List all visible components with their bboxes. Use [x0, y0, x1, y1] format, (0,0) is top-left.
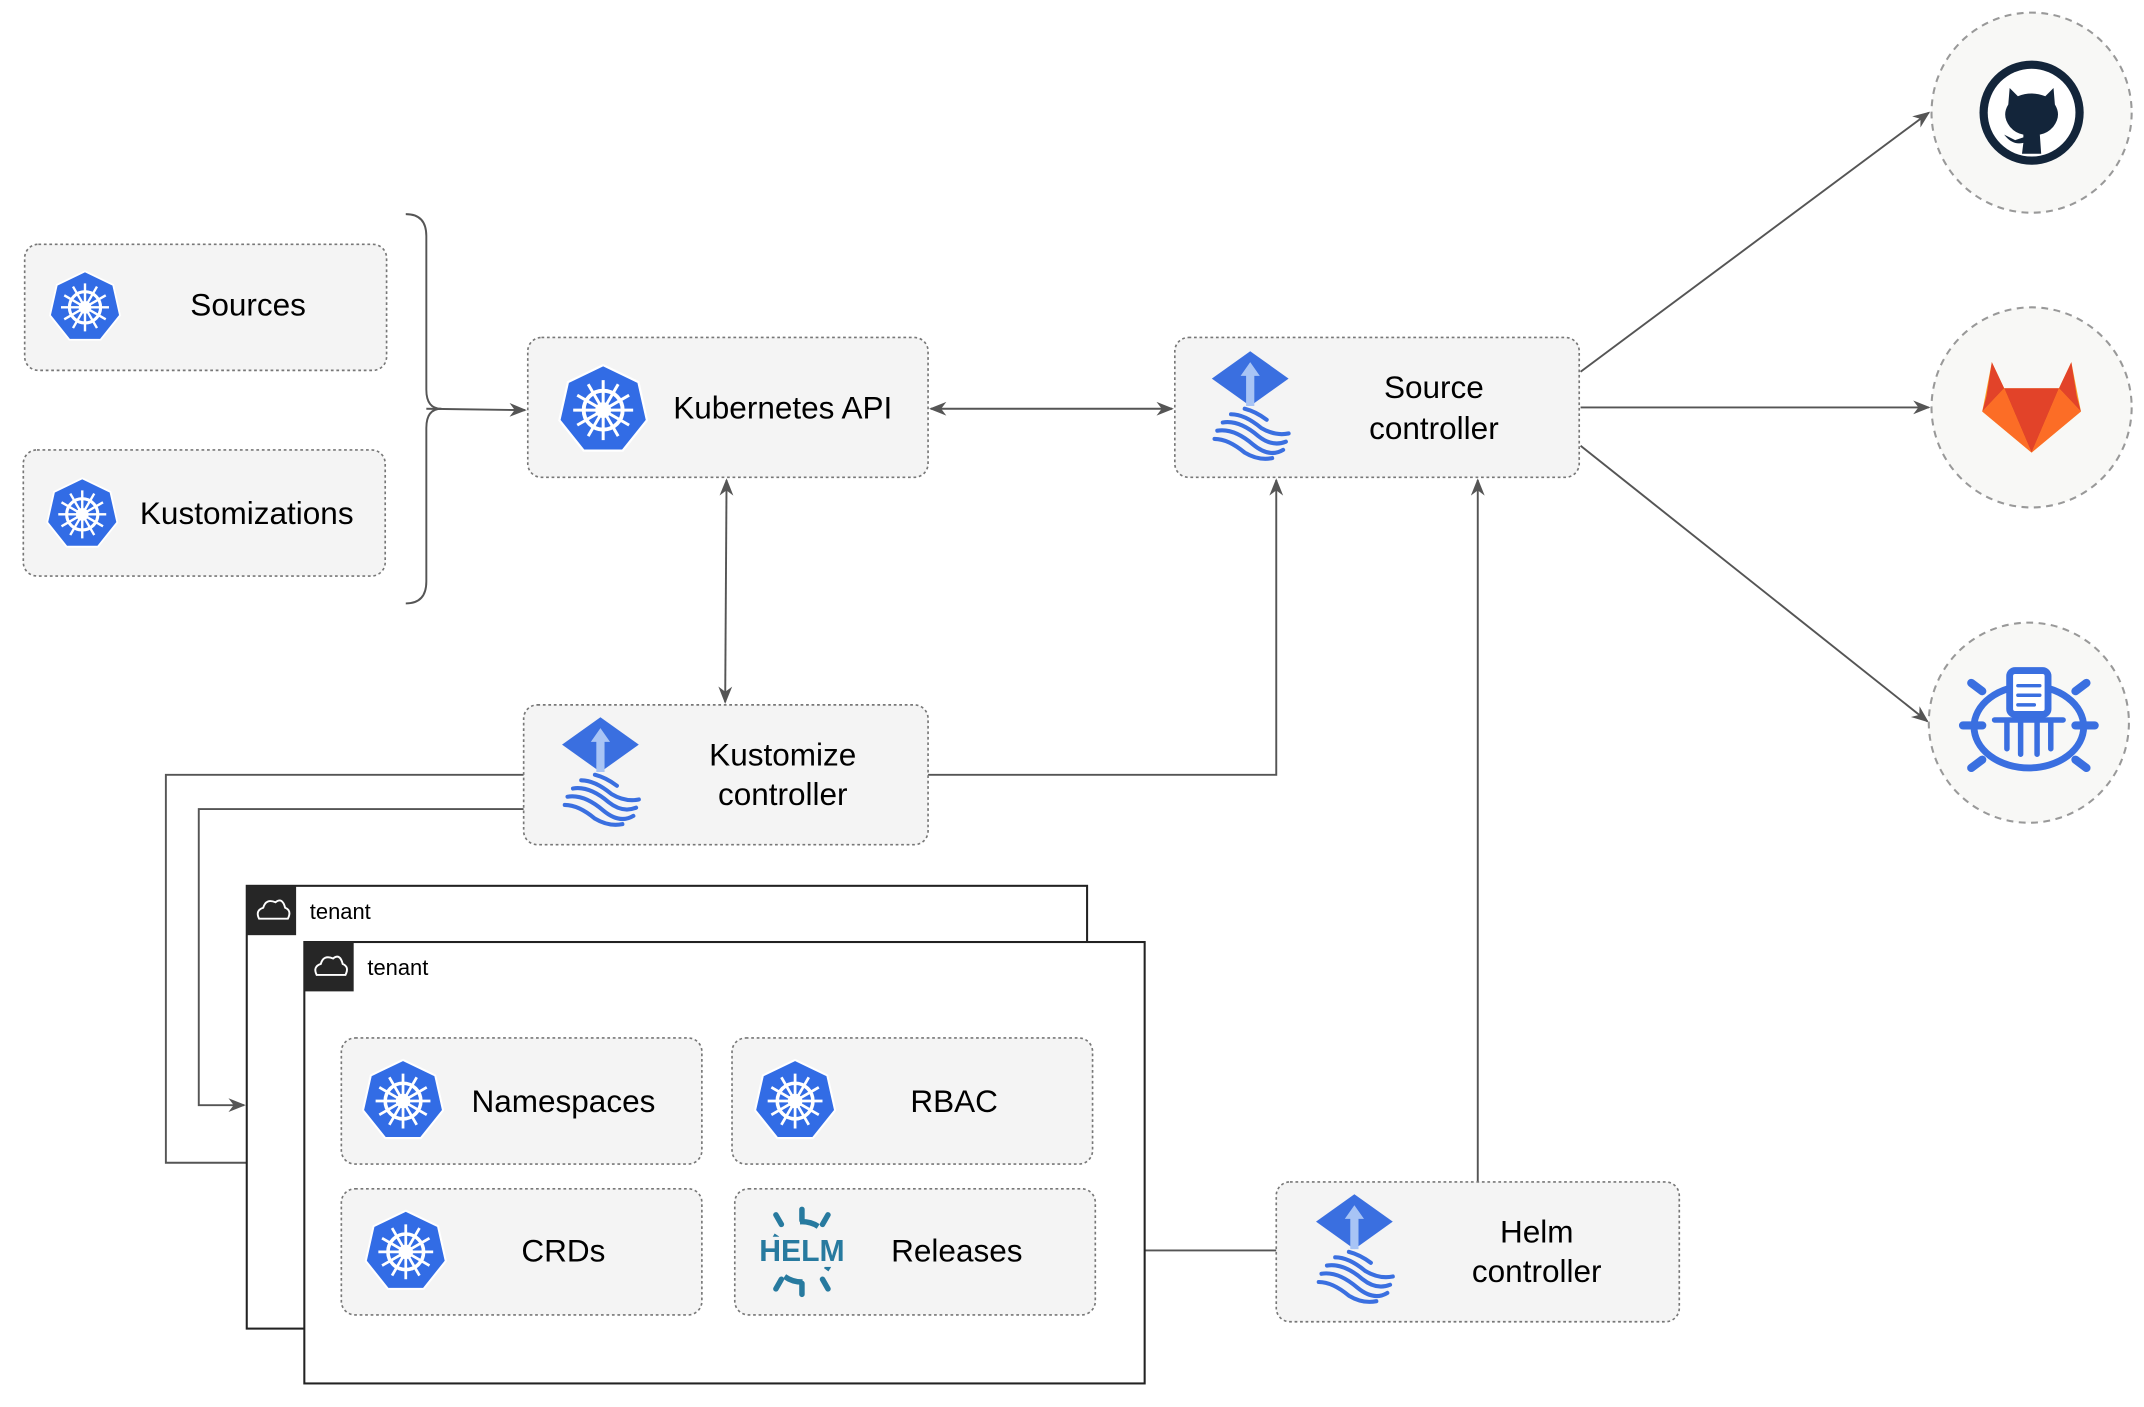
helm-controller-node[interactable]: Helm controller [1275, 1181, 1681, 1323]
namespaces-label: Namespaces [471, 1083, 655, 1119]
helm-logo-text: HELM [759, 1235, 844, 1268]
kustomize-controller-label-line1: Kustomize [709, 736, 856, 772]
kustomizations-label: Kustomizations [140, 495, 354, 531]
releases-label: Releases [891, 1233, 1022, 1269]
sources-label: Sources [190, 287, 306, 323]
crds-label: CRDs [521, 1233, 605, 1269]
edge-kustomize-to-tenant-1 [197, 808, 524, 1113]
helm-icon: HELM [755, 1206, 849, 1298]
edge-kustomize-to-tenant-2 [164, 773, 524, 1170]
edge-source-to-bucket [1579, 445, 1929, 723]
gitlab-icon [1982, 362, 2081, 453]
tenant-label: tenant [310, 899, 371, 924]
tenant-label: tenant [367, 955, 428, 980]
rbac-label: RBAC [910, 1083, 998, 1119]
edge-kustomize-to-source [928, 478, 1284, 776]
bucket-icon [1958, 667, 2099, 773]
source-controller-node[interactable]: Source controller [1173, 336, 1581, 479]
kubernetes-api-node[interactable]: Kubernetes API [526, 336, 929, 479]
sources-node[interactable]: Sources [23, 243, 388, 372]
bucket-source[interactable] [1927, 621, 2130, 824]
github-source[interactable] [1930, 11, 2133, 214]
cloud-icon [256, 899, 291, 920]
kustomize-controller-label-line2: controller [718, 776, 848, 812]
source-controller-label-line2: controller [1369, 410, 1499, 446]
helm-controller-label-line2: controller [1472, 1253, 1602, 1289]
grouping-brace [405, 213, 442, 605]
edge-crds-to-api [426, 403, 527, 417]
edge-source-to-github [1580, 111, 1931, 373]
crds-node[interactable]: CRDs [340, 1187, 703, 1316]
github-icon [1979, 60, 2084, 165]
kustomizations-node[interactable]: Kustomizations [22, 449, 387, 577]
releases-node[interactable]: HELM Releases [733, 1187, 1097, 1316]
gitlab-source[interactable] [1930, 306, 2133, 509]
namespaces-node[interactable]: Namespaces [340, 1037, 703, 1165]
cloud-icon [314, 955, 348, 976]
kustomize-controller-node[interactable]: Kustomize controller [522, 704, 929, 846]
source-controller-label-line1: Source [1384, 369, 1484, 405]
helm-controller-label-line1: Helm [1500, 1213, 1574, 1249]
rbac-node[interactable]: RBAC [731, 1037, 1094, 1165]
edge-api-kustomize-controller [718, 478, 734, 704]
kubernetes-api-label: Kubernetes API [673, 389, 892, 425]
